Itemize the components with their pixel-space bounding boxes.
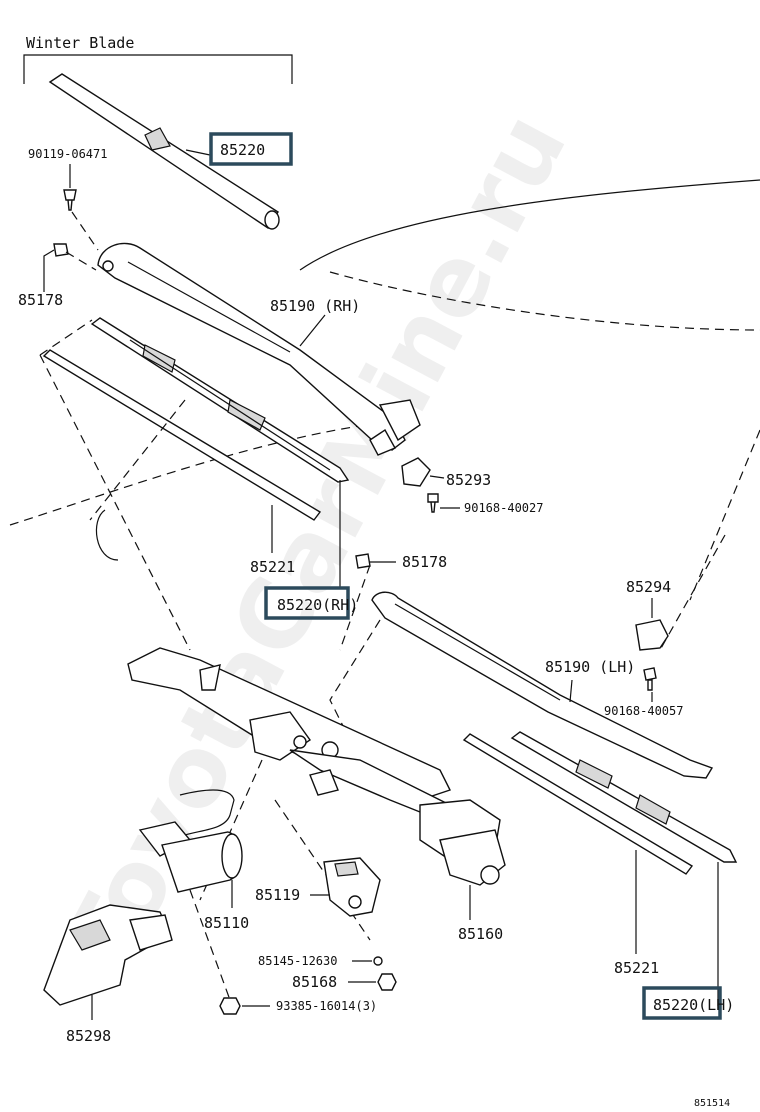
wiper-arm-rh-85190	[97, 242, 421, 456]
callout-box-85220-top	[209, 132, 293, 166]
blade-rubber-85221-left	[42, 349, 322, 553]
winter-blade-title: Winter Blade	[26, 34, 134, 52]
label-85220-top: 85220	[220, 141, 265, 159]
label-85190-lh: 85190 (LH)	[545, 658, 635, 676]
label-85168: 85168	[292, 973, 337, 991]
label-85220-rh: 85220(RH)	[277, 596, 358, 614]
wiper-motor-85110	[138, 789, 243, 908]
watermark-text: ToyotaCarMine.ru	[41, 95, 588, 990]
label-85294: 85294	[626, 578, 671, 596]
wiper-blade-frame-lh	[510, 731, 738, 1006]
nut-85178-mid	[355, 553, 371, 569]
bolt-93385	[219, 997, 241, 1015]
label-85190-rh: 85190 (RH)	[270, 297, 360, 315]
label-85110: 85110	[204, 914, 249, 932]
label-85293: 85293	[446, 471, 491, 489]
figure-code: 851514	[694, 1098, 730, 1109]
label-85298: 85298	[66, 1027, 111, 1045]
blade-rubber-85221-right	[462, 733, 694, 954]
winter-blade-85220	[48, 73, 280, 230]
screw-90119	[63, 189, 77, 211]
wiper-arm-lh-85190	[371, 591, 714, 779]
screw-90168-40027	[427, 493, 439, 513]
wiper-blade-frame-rh	[90, 317, 350, 588]
label-93385-16014: 93385-16014(3)	[276, 999, 377, 1013]
label-85221-right: 85221	[614, 959, 659, 977]
winter-blade-bracket: Winter Blade	[23, 34, 293, 84]
cover-85298	[43, 904, 173, 1020]
callout-box-85220-rh	[264, 586, 350, 620]
label-85178-mid: 85178	[402, 553, 447, 571]
crank-arm-85119	[310, 857, 381, 917]
label-85119: 85119	[255, 886, 300, 904]
washer-85145	[373, 956, 383, 966]
label-85160: 85160	[458, 925, 503, 943]
wiper-link-85160	[127, 647, 506, 920]
windshield-outline	[9, 179, 760, 651]
label-85220-lh: 85220(LH)	[653, 996, 734, 1014]
nut-85168	[377, 973, 397, 991]
nut-85178-left	[53, 243, 69, 257]
cap-85294	[635, 619, 669, 651]
label-85145-12630: 85145-12630	[258, 954, 337, 968]
label-90168-40027: 90168-40027	[464, 501, 543, 515]
label-85221-left: 85221	[250, 558, 295, 576]
clip-85293	[401, 457, 431, 487]
callout-box-85220-lh	[642, 986, 722, 1020]
label-90168-40057: 90168-40057	[604, 704, 683, 718]
screw-90168-40057	[643, 667, 657, 691]
label-85178-left: 85178	[18, 291, 63, 309]
label-90119-06471: 90119-06471	[28, 147, 107, 161]
